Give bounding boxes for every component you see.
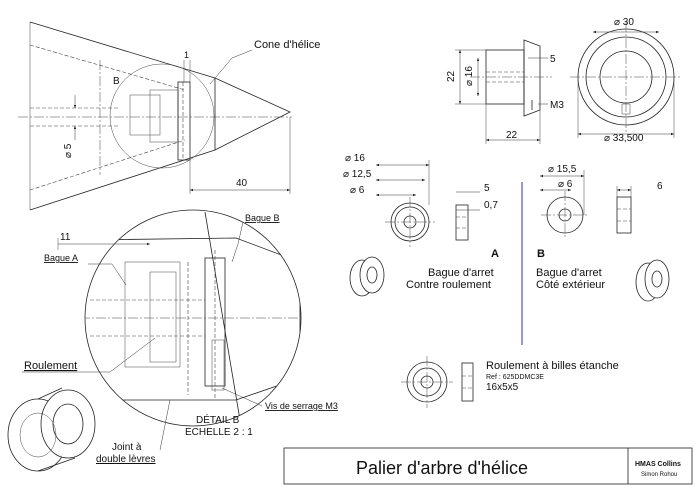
company-name: HMAS Collins <box>635 461 681 468</box>
detail-b-scale: ECHELLE 2 : 1 <box>185 427 253 438</box>
joint-line1: Joint à <box>112 442 142 453</box>
dim-top-22w: 22 <box>506 130 518 141</box>
vis-label: Vis de serrage M3 <box>265 401 338 411</box>
ring-a-line2: Contre roulement <box>406 279 491 291</box>
dim-a-07: 0,7 <box>484 200 498 211</box>
detail-b-view <box>22 209 302 451</box>
dim-b-d6: ⌀ 6 <box>558 179 573 190</box>
ring-a-letter: A <box>491 248 499 260</box>
bague-a-label: Bague A <box>44 253 78 263</box>
bearing-views <box>401 356 474 408</box>
sleeve-section-view <box>455 39 552 144</box>
detail-b-title: DÉTAIL B <box>196 413 240 426</box>
cone-view <box>18 21 292 211</box>
dim-cone-d5: ⌀ 5 <box>63 143 74 158</box>
ring-a-views <box>349 160 480 297</box>
cone-label: Cone d'hélice <box>254 39 320 51</box>
dim-top-22h: 22 <box>446 70 457 82</box>
ring-b-line1: Bague d'arret <box>536 267 602 279</box>
dim-b-6: 6 <box>657 181 663 192</box>
dim-cone-40: 40 <box>236 178 248 189</box>
dim-cone-1: 1 <box>184 50 189 60</box>
author-name: Simon Rohou <box>641 472 677 478</box>
ring-b-views <box>540 170 670 302</box>
ring-a-line1: Bague d'arret <box>428 267 494 279</box>
title-block <box>283 447 693 485</box>
view-b-letter: B <box>113 76 120 87</box>
joint-isometric <box>7 387 96 472</box>
dim-a-d16: ⌀ 16 <box>345 153 365 164</box>
dim-top-m3: M3 <box>550 100 564 111</box>
dim-top-5: 5 <box>550 54 556 65</box>
dim-b-d155: ⌀ 15,5 <box>548 164 577 175</box>
dim-top-d30: ⌀ 30 <box>614 17 634 28</box>
ring-b-letter: B <box>537 248 545 260</box>
roulement-label: Roulement <box>24 360 77 372</box>
bearing-title: Roulement à billes étanche <box>486 360 619 372</box>
drawing-title: Palier d'arbre d'hélice <box>356 458 528 478</box>
dim-detail-11: 11 <box>60 232 71 243</box>
dim-a-d6: ⌀ 6 <box>350 185 365 196</box>
dim-top-d335: ⌀ 33,500 <box>604 133 644 144</box>
bearing-ref: Ref : 625DDMC3E <box>486 374 544 381</box>
dim-top-d16: ⌀ 16 <box>464 66 475 86</box>
dim-a-5: 5 <box>484 183 490 194</box>
bague-b-label: Bague B <box>245 213 280 223</box>
sleeve-front-view <box>570 22 682 138</box>
bearing-size: 16x5x5 <box>486 382 519 393</box>
dim-a-d125: ⌀ 12,5 <box>343 169 372 180</box>
ring-b-line2: Côté extérieur <box>536 279 605 291</box>
joint-line2: double lèvres <box>96 454 155 465</box>
